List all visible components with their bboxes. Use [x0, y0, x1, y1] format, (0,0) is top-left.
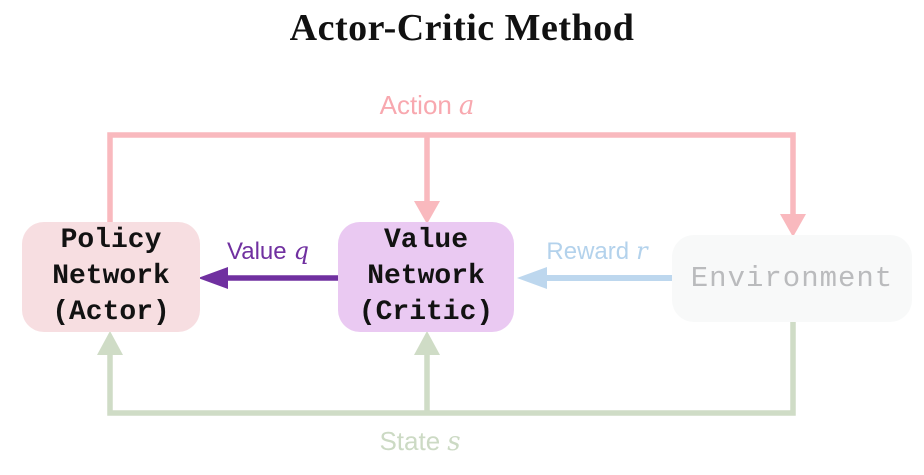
value-arrowhead — [198, 267, 228, 289]
state-arrow-path — [107, 321, 796, 416]
value-node-line2: Network — [367, 261, 485, 292]
value-node-line3: (Critic) — [358, 297, 494, 328]
state-arrowhead-policy — [97, 331, 123, 355]
state-arrowhead-value — [414, 331, 440, 355]
value-label-text: Value — [227, 238, 287, 265]
state-label-text: State — [379, 426, 441, 456]
diagram-title: Actor-Critic Method — [289, 7, 635, 49]
reward-label-text: Reward — [546, 238, 630, 265]
value-network-node: Value Network (Critic) — [338, 222, 514, 332]
environment-node-label: Environment — [690, 261, 894, 295]
policy-node-line2: Network — [52, 261, 170, 292]
reward-variable: r — [636, 237, 648, 265]
state-variable: s — [447, 427, 461, 457]
policy-node-line1: Policy — [60, 225, 162, 256]
reward-arrowhead — [517, 267, 547, 289]
policy-node-line3: (Actor) — [52, 297, 170, 328]
action-arrowhead-value — [414, 201, 440, 224]
environment-node: Environment — [672, 235, 912, 322]
action-label-text: Action — [379, 90, 452, 120]
action-arrowhead-environment — [780, 214, 806, 237]
action-arrow-path — [107, 132, 796, 226]
action-variable: a — [458, 91, 475, 121]
value-variable: q — [293, 237, 309, 265]
policy-network-node: Policy Network (Actor) — [22, 222, 200, 332]
value-node-line1: Value — [383, 225, 468, 256]
